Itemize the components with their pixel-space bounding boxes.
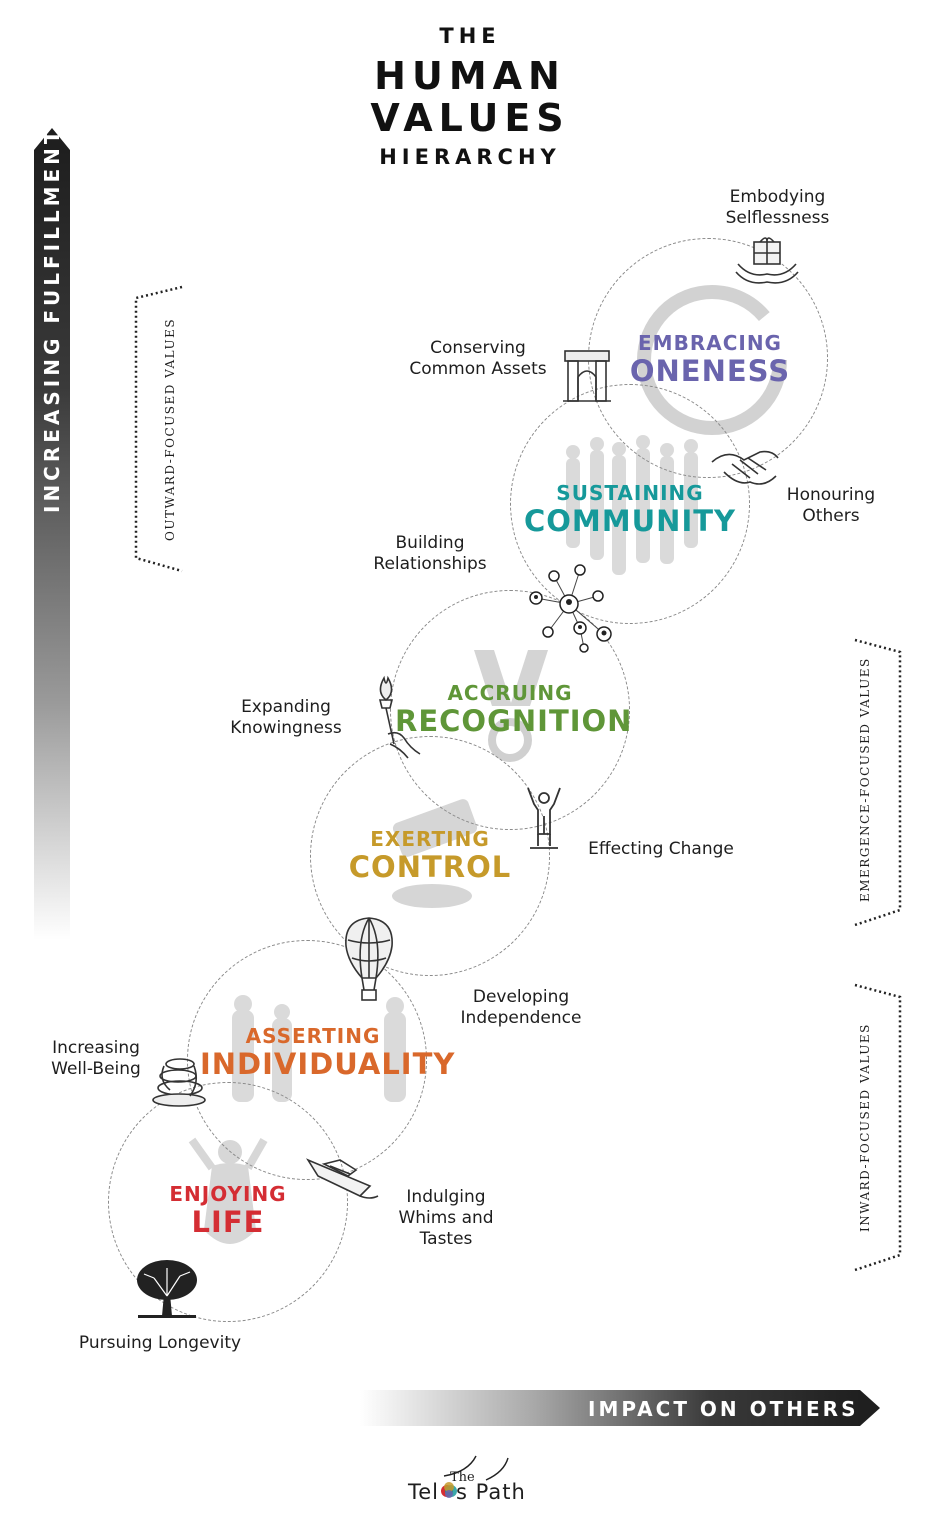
horizontal-axis-arrow xyxy=(360,1390,860,1426)
label-line: Building xyxy=(395,533,465,553)
label-honouring-others: Honouring Others xyxy=(772,485,890,527)
torch-icon xyxy=(378,675,421,759)
circle-life xyxy=(108,1082,348,1322)
title-values: VALUES xyxy=(370,96,570,140)
label-line: Tastes xyxy=(419,1229,473,1249)
title-the: THE xyxy=(439,24,501,48)
logo-swoosh-icon xyxy=(441,1455,509,1498)
yacht-icon xyxy=(305,1158,379,1199)
circle-control xyxy=(310,736,550,976)
label-effecting-change: Effecting Change xyxy=(578,839,744,860)
vertical-arrow-tip xyxy=(34,128,70,150)
title-human: HUMAN xyxy=(374,54,566,98)
label-line: Effecting Change xyxy=(588,839,734,859)
level-accruing-recognition: ACCRUING RECOGNITION xyxy=(395,681,633,738)
level-line1: ENJOYING xyxy=(169,1182,287,1206)
label-conserving-common-assets: Conserving Common Assets xyxy=(398,338,558,380)
spiral-sculpture-icon xyxy=(152,1058,206,1107)
logo-left-text: Tel xyxy=(408,1480,440,1504)
label-building-relationships: Building Relationships xyxy=(362,533,498,575)
logo-small-text: The xyxy=(450,1470,475,1485)
level-line2: LIFE xyxy=(191,1205,265,1239)
inward-bracket xyxy=(854,983,902,1272)
horizontal-axis-label: IMPACT ON OTHERS xyxy=(588,1397,859,1421)
level-line1: ACCRUING xyxy=(447,681,573,705)
level-line1: SUSTAINING xyxy=(556,481,704,505)
label-pursuing-longevity: Pursuing Longevity xyxy=(66,1333,254,1354)
handshake-icon xyxy=(711,450,779,485)
label-line: Common Assets xyxy=(409,359,547,379)
gift-hands-icon xyxy=(735,237,799,284)
label-expanding-knowingness: Expanding Knowingness xyxy=(220,697,352,739)
label-indulging-whims: Indulging Whims and Tastes xyxy=(388,1187,504,1250)
label-line: Independence xyxy=(460,1008,582,1028)
level-line1: EXERTING xyxy=(370,827,490,851)
label-line: Selflessness xyxy=(725,208,830,228)
level-line2: RECOGNITION xyxy=(395,704,633,738)
level-line1: ASSERTING xyxy=(245,1024,381,1048)
circle-community xyxy=(510,384,750,624)
vertical-axis-arrow xyxy=(34,150,70,940)
label-line: Well-Being xyxy=(51,1059,141,1079)
label-line: Knowingness xyxy=(230,718,342,738)
level-line2: INDIVIDUALITY xyxy=(200,1047,456,1081)
level-line2: CONTROL xyxy=(348,850,512,884)
level-embracing-oneness: EMBRACING ONENESS xyxy=(610,333,810,386)
label-developing-independence: Developing Independence xyxy=(450,987,592,1029)
label-line: Indulging xyxy=(406,1187,486,1207)
raised-arms-icon xyxy=(527,787,561,849)
label-line: Expanding xyxy=(241,697,331,717)
level-line1: EMBRACING xyxy=(638,331,782,355)
tree-icon xyxy=(137,1260,197,1318)
outward-bracket xyxy=(134,285,183,573)
emergence-bracket xyxy=(854,638,902,927)
level-sustaining-community: SUSTAINING COMMUNITY xyxy=(520,483,740,536)
horizontal-arrow-tip xyxy=(860,1390,880,1426)
title-hierarchy: HIERARCHY xyxy=(379,145,561,169)
label-increasing-well-being: Increasing Well-Being xyxy=(40,1038,152,1080)
network-icon xyxy=(529,564,612,653)
label-line: Pursuing Longevity xyxy=(78,1333,242,1353)
arch-icon xyxy=(563,350,611,402)
telos-path-logo: The Tel s Path xyxy=(404,1452,534,1512)
hot-air-balloon-icon xyxy=(345,917,393,1001)
label-line: Increasing xyxy=(52,1038,140,1058)
level-asserting-individuality: ASSERTING INDIVIDUALITY xyxy=(200,1024,456,1081)
level-enjoying-life: ENJOYING LIFE xyxy=(148,1184,308,1237)
label-line: Honouring xyxy=(786,485,876,505)
label-line: Others xyxy=(802,506,860,526)
label-line: Relationships xyxy=(373,554,487,574)
logo-right-text: s Path xyxy=(456,1480,526,1504)
level-exerting-control: EXERTING CONTROL xyxy=(330,829,530,882)
label-embodying-selflessness: Embodying Selflessness xyxy=(700,187,855,229)
label-line: Whims and xyxy=(398,1208,494,1228)
label-line: Developing xyxy=(472,987,570,1007)
level-line2: COMMUNITY xyxy=(523,504,737,538)
level-line2: ONENESS xyxy=(629,354,791,388)
label-line: Conserving xyxy=(430,338,526,358)
label-line: Embodying xyxy=(729,187,826,207)
